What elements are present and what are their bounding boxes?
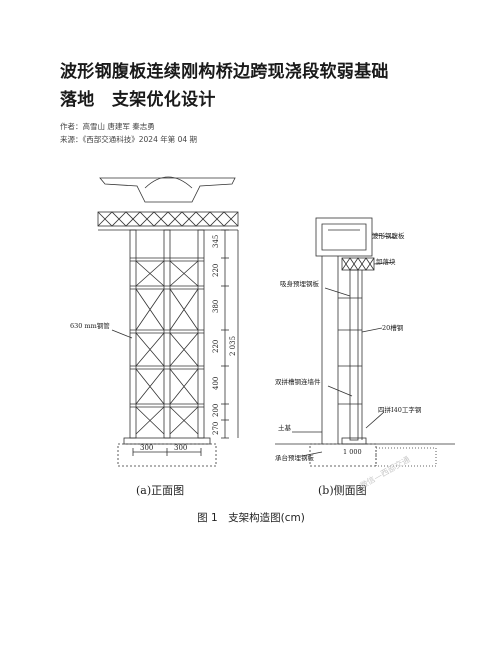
dim-2: 220 bbox=[212, 264, 220, 277]
front-base bbox=[123, 437, 211, 445]
dim-5: 400 bbox=[212, 377, 220, 390]
article-title: 波形钢腹板连续刚构桥边跨现浇段软弱基础 落地 支架优化设计 bbox=[60, 58, 460, 114]
label-cap-plate: 承台预埋钢板 bbox=[275, 453, 315, 462]
label-double-channel: 双拼槽钢连墙件 bbox=[275, 377, 321, 386]
bottom-dim-2: 300 bbox=[174, 444, 187, 452]
structure-figure: 630 mm钢管 345 220 380 220 400 200 270 2 0… bbox=[60, 160, 460, 500]
label-side-dim: 1 000 bbox=[343, 448, 362, 456]
authors: 作者：高雪山 唐建军 秦志勇 bbox=[60, 122, 155, 131]
label-sand-jack: 卸落块 bbox=[376, 257, 396, 266]
soil-block bbox=[375, 447, 437, 467]
label-i-beam: 四拼I40工字钢 bbox=[378, 405, 422, 414]
bottom-dim-1: 300 bbox=[140, 444, 153, 452]
side-column bbox=[349, 269, 359, 441]
front-pipe-label: 630 mm钢管 bbox=[70, 321, 110, 330]
dim-7: 270 bbox=[212, 422, 220, 435]
side-labels: 波形钢腹板 卸落块 吸身预埋钢板 20槽钢 双拼槽钢连墙件 四拼I40工字钢 土… bbox=[275, 231, 422, 462]
source: 来源：《西部交通科技》2024 年第 04 期 bbox=[60, 135, 198, 144]
dim-6: 200 bbox=[212, 404, 220, 417]
label-channel: 20槽钢 bbox=[382, 323, 404, 332]
title-line-2: 落地 支架优化设计 bbox=[60, 90, 216, 110]
label-soil: 土基 bbox=[278, 423, 292, 432]
cap-block bbox=[309, 443, 377, 467]
figure-title: 图 1 支架构造图(cm) bbox=[197, 512, 305, 524]
title-line-1: 波形钢腹板连续刚构桥边跨现浇段软弱基础 bbox=[60, 62, 389, 82]
horizontal-braces bbox=[130, 257, 204, 408]
figure-drawing: 630 mm钢管 345 220 380 220 400 200 270 2 0… bbox=[70, 176, 455, 467]
diagonal-braces bbox=[135, 260, 199, 435]
side-truss bbox=[341, 257, 375, 271]
dim-3: 380 bbox=[212, 300, 220, 313]
front-foundation bbox=[117, 443, 217, 467]
caption-front: (a)正面图 bbox=[136, 484, 185, 497]
dim-total: 2 035 bbox=[229, 336, 237, 356]
label-suction-plate: 吸身预埋钢板 bbox=[280, 279, 320, 288]
front-dims: 345 220 380 220 400 200 270 2 035 300 30… bbox=[140, 235, 237, 452]
dim-1: 345 bbox=[212, 235, 220, 248]
caption-side: (b)侧面图 bbox=[318, 484, 367, 497]
dim-4: 220 bbox=[212, 340, 220, 353]
box-girder bbox=[99, 177, 236, 203]
side-web-block bbox=[315, 217, 373, 257]
label-corrugated-web: 波形钢腹板 bbox=[372, 231, 405, 240]
